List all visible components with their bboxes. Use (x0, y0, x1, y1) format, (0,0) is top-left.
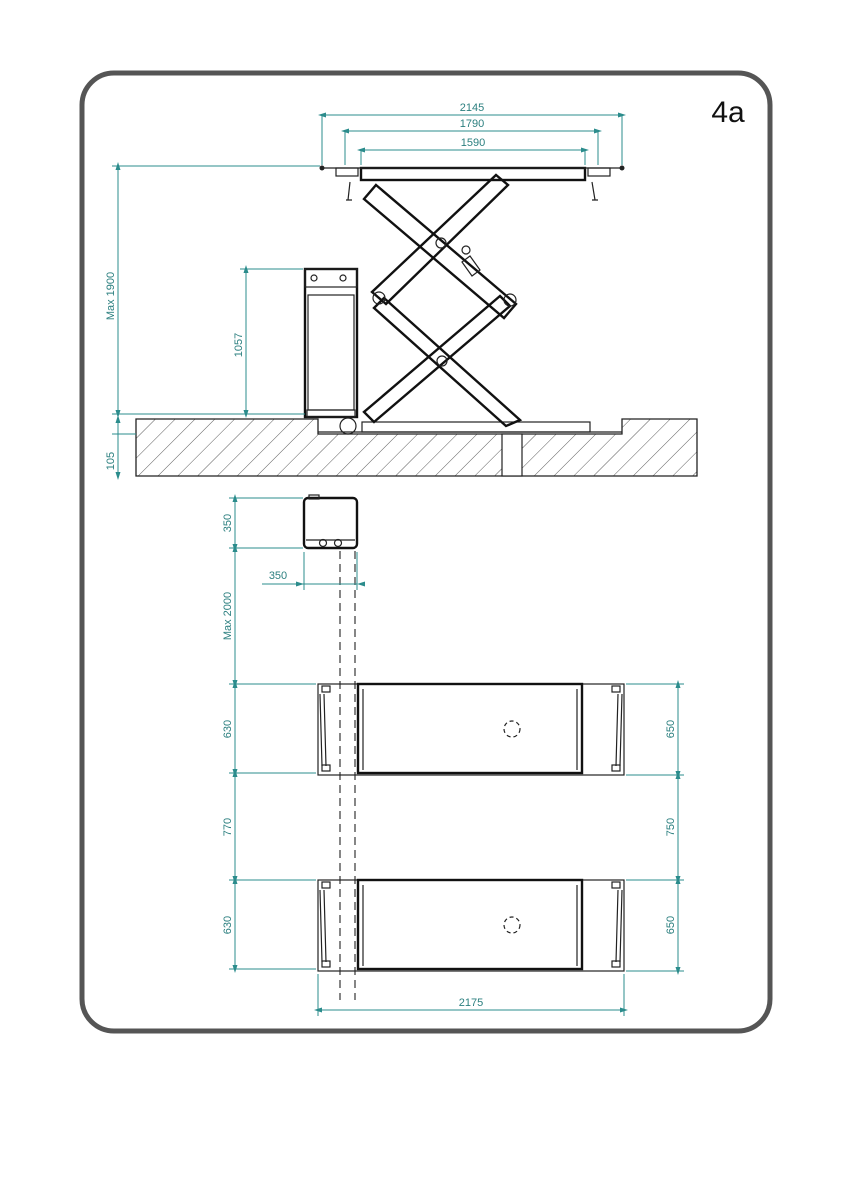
lift-platform-side (320, 166, 625, 201)
ground-section (136, 419, 697, 476)
platform-1-corner-tl (322, 686, 330, 692)
platform-1-corner-tr (612, 686, 620, 692)
dim-arrow-350-a (296, 582, 304, 587)
pit-drain (502, 434, 522, 476)
platform-1-left-ramp (320, 694, 326, 766)
platform-plan-1 (318, 684, 624, 775)
dim-label-105: 105 (105, 452, 117, 470)
platform-2-corner-tr (612, 882, 620, 888)
console-plan (304, 495, 357, 548)
control-console (305, 269, 357, 417)
platform-deck (361, 168, 585, 180)
dim-label-650-top: 650 (665, 720, 677, 738)
platform-2-pad (504, 917, 520, 933)
dim-arrow-350-b (357, 582, 365, 587)
dim-label-770: 770 (222, 818, 234, 836)
platform-2-corner-tl (322, 882, 330, 888)
dim-label-2175: 2175 (459, 997, 483, 1009)
console-top-panel (305, 269, 357, 287)
platform-1-deck (358, 684, 582, 773)
right-end-pin (620, 166, 625, 171)
dim-label-1590: 1590 (461, 137, 485, 149)
platform-1-right-ramp (616, 694, 622, 766)
dim-label-630-bottom: 630 (222, 916, 234, 934)
right-ramp (588, 168, 610, 176)
cylinder-mount (462, 246, 470, 254)
dim-label-1057: 1057 (233, 333, 245, 357)
dim-label-1790: 1790 (460, 118, 484, 130)
dim-label-350-vertical: 350 (222, 514, 234, 532)
dim-label-650-bottom: 650 (665, 916, 677, 934)
dim-label-max1900: Max 1900 (105, 272, 117, 320)
dim-label-max2000: Max 2000 (222, 592, 234, 640)
dim-label-2145: 2145 (460, 102, 484, 114)
dim-label-350-horizontal: 350 (269, 570, 287, 582)
platform-2-left-ramp (320, 890, 326, 962)
plan-view: 350 Max 2000 630 770 630 350 650 750 650… (222, 495, 684, 1016)
left-support-leg (346, 182, 352, 200)
figure-number: 4a (711, 96, 745, 129)
platform-plan-2 (318, 880, 624, 971)
sheet-frame (82, 73, 770, 1031)
console-knob-right (340, 275, 346, 281)
platform-1-outline (318, 684, 624, 775)
console-door (308, 295, 354, 410)
lift-base-frame (362, 422, 590, 432)
platform-2-deck (358, 880, 582, 969)
console-body (305, 269, 357, 417)
left-ramp (336, 168, 358, 176)
platform-2-outline (318, 880, 624, 971)
dim-label-750: 750 (665, 818, 677, 836)
console-knob-left (311, 275, 317, 281)
scissor-mechanism (364, 175, 520, 426)
dim-label-630-top: 630 (222, 720, 234, 738)
platform-2-right-ramp (616, 890, 622, 962)
side-view: 2145 1790 1590 Max 1900 1057 105 (105, 102, 697, 476)
right-support-leg (592, 182, 598, 200)
platform-1-pad (504, 721, 520, 737)
left-end-pin (320, 166, 325, 171)
